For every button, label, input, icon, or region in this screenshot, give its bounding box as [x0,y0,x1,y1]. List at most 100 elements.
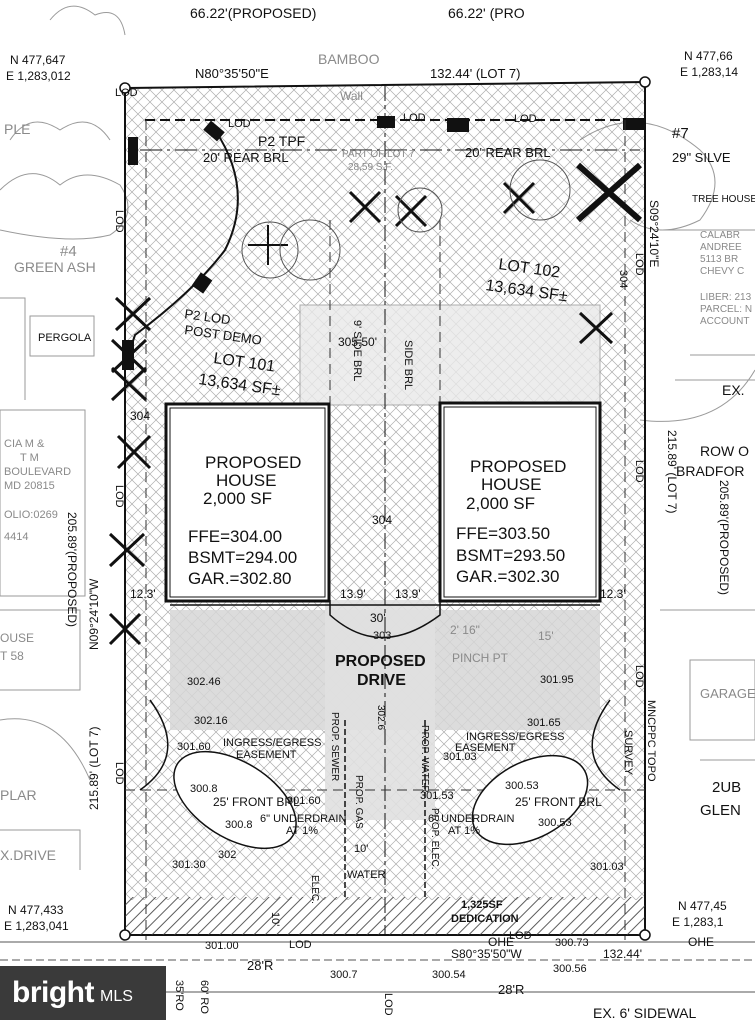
util-water-short: WATER [347,869,386,881]
parcel-label: PARCEL: N [700,304,752,315]
bottom-ohe2: OHE [688,935,714,949]
glen-label: GLEN [700,802,741,819]
owner-l3: BOULEVARD [4,466,71,478]
house-right-ffe: FFE=303.50 [456,524,550,543]
easement-left-2: EASEMENT [236,749,297,761]
ne-north: N 477,66 [684,49,733,63]
right-dim-lot7: 215.89' (LOT 7) [665,430,679,513]
tree-canopies [241,159,571,281]
house-left-nbr: OUSE [0,631,34,645]
spot-30100: 301.00 [205,940,239,952]
house-left-bsmt: BSMT=294.00 [188,548,297,567]
account-label: ACCOUNT [700,316,749,327]
bioretention-right [471,754,589,846]
underdrain-left-2: AT 1% [286,825,318,837]
lod-post-demo-1: P2 LOD [184,306,232,327]
existing-house-outline [299,304,601,406]
top-dim-left: 66.22'(PROPOSED) [190,5,316,21]
bradford-label: BRADFOR [676,463,744,479]
spot-30195: 301.95 [540,674,574,686]
lod-tag-top1: LOD [228,118,251,130]
lod-tag-bottom1: LOD [289,939,312,951]
lod-curve [124,129,239,366]
left-dim-proposed: 205.89'(PROPOSED) [65,512,79,627]
pinch-label: PINCH PT [452,651,509,665]
util-ten-b: 10' [269,912,281,926]
spot-30153: 301.53 [420,790,454,802]
nw-east: E 1,283,012 [6,69,71,83]
house-right-footprint [438,401,602,603]
spot-302: 302 [218,849,236,861]
pergola-label: PERGOLA [38,332,92,344]
spot-30073: 300.73 [555,937,589,949]
tree-save-marks [248,225,288,265]
spot-30054: 300.54 [432,969,466,981]
gap-right: 13.9' [395,587,421,601]
center-elev303: 303 [373,630,391,642]
util-elec: PROP. ELEC. [429,808,440,870]
survey-label: SURVEY [622,730,634,776]
ple-label: PLE [4,121,30,137]
spot-3008b: 300.8 [225,819,253,831]
sw-east: E 1,283,041 [4,919,69,933]
row-dim1: 35'RO [173,980,185,1011]
lod-tag-bottom2: LOD [509,930,532,942]
row-dim2: 60' RO [198,980,210,1014]
dedication-strip [125,897,645,935]
spot-3026: 302.6 [375,705,386,730]
side-right-dim: 12.3' [600,587,626,601]
wall-label: Wall [340,89,363,103]
underdrain-right-2: AT 1% [448,825,480,837]
lod-tag-left3: LOD [113,762,125,785]
side-left-dim: 12.3' [130,587,156,601]
corner-markers [119,76,651,941]
radius-left: 28'R [247,958,273,973]
house-right-area: 2,000 SF [466,494,535,513]
drive-title2: DRIVE [357,672,406,689]
underdrain-left-1: 6" UNDERDRAIN [260,813,346,825]
folio-label: OLIO:0269 [4,509,58,521]
spot-30165: 301.65 [527,717,561,729]
house-left-title1: PROPOSED [205,453,301,472]
drive-title1: PROPOSED [335,653,426,670]
house-left-area: 2,000 SF [203,489,272,508]
spot-30246: 302.46 [187,676,221,688]
house-right-gar: GAR.=302.30 [456,567,560,586]
drive-v2: 15' [538,629,554,643]
part-of-lot-area: 28,59 S.F. [348,162,393,173]
dedication-area: 1,325SF [461,899,503,911]
owner-l2: T M [20,452,39,464]
sidewalk-label: EX. 6' SIDEWAL [593,1005,697,1020]
house-left-footprint [164,402,331,603]
spot-30216: 302.16 [194,715,228,727]
tree7-label: #7 [672,125,689,142]
lod-tag-right3: LOD [633,665,645,688]
spot-30053: 300.53 [505,780,539,792]
bioretention-left [173,750,297,850]
bright-mls-watermark: bright MLS [0,966,166,1020]
util-gas: PROP. GAS [353,775,364,829]
owner-r1: CALABR [700,230,740,241]
spot-30103b: 301.03 [590,861,624,873]
part-of-lot-label: PART OF LOT 7 [342,149,415,160]
house-left-ffe: FFE=304.00 [188,527,282,546]
lod-tag-right1: LOD [633,253,645,276]
top-dim-right: 66.22' (PRO [448,5,525,21]
easement-left-1: INGRESS/EGRESS [223,737,321,749]
owner-r3: 5113 BR [700,254,738,265]
spot-30130: 301.30 [172,859,206,871]
house-right-bsmt: BSMT=293.50 [456,546,565,565]
ne-east: E 1,283,14 [680,65,738,79]
drive-v1: 2' 16" [450,623,480,637]
bottom-ohe: OHE [488,935,514,949]
spot-30056: 300.56 [553,963,587,975]
side-brl-right: SIDE BRL [402,340,414,390]
sw-north: N 477,433 [8,903,64,917]
owner-l1: CIA M & [4,438,45,450]
util-ten: 10' [354,843,368,855]
mncppc-label: MNCPPC TOPO [645,700,657,782]
easement-right-2: EASEMENT [455,742,516,754]
center-dim: 305.50' [338,335,377,349]
spot-3008: 300.8 [190,783,218,795]
